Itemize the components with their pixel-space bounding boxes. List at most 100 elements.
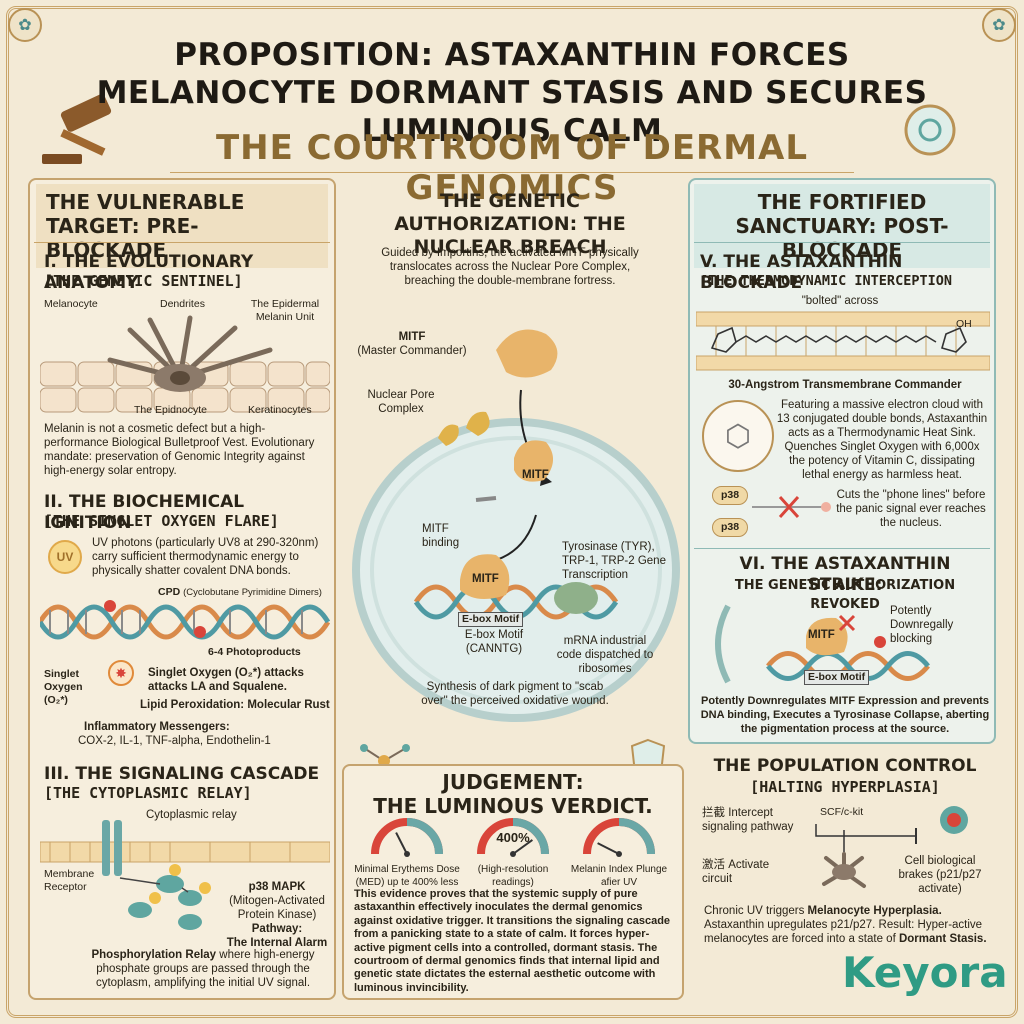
cytoplasmic-relay-label: Cytoplasmic relay xyxy=(146,809,237,821)
receptor-label: Membrane Receptor xyxy=(44,868,95,893)
inflam-title: Inflammatory Messengers: xyxy=(84,721,230,733)
pop-text: Chronic UV triggers Melanocyte Hyperplas… xyxy=(704,904,992,946)
label-epidnocyte: The Epidnocyte xyxy=(134,404,207,416)
inflam-text: COX-2, IL-1, TNF-alpha, Endothelin-1 xyxy=(78,735,271,747)
cpd-label: CPD (Cyclobutane Pyrimidine Dimers) xyxy=(158,586,322,598)
verdict-title-1: JUDGEMENT: xyxy=(442,770,584,794)
label-dendrites: Dendrites xyxy=(160,298,205,310)
pop-t1: Chronic UV triggers xyxy=(704,905,808,917)
strike-ebox-tag: E-box Motif xyxy=(804,670,870,685)
label-keratinocytes: Keratinocytes xyxy=(248,404,312,416)
left-panel xyxy=(28,178,336,1000)
gauge-label: (High-resolution readings) xyxy=(477,864,549,888)
mitf-top-sub: (Master Commander) xyxy=(357,345,467,357)
sec1-subtitle: [THE GENETIC SENTINEL] xyxy=(44,272,243,290)
gauge-dial xyxy=(477,818,549,857)
right-panel-heading: THE FORTIFIED SANCTUARY: POST-BLOCKADE xyxy=(694,184,990,268)
mitf-dna-label: MITF xyxy=(472,573,499,585)
singlet-label: Singlet Oxygen (O₂*) xyxy=(44,668,83,706)
sec2-title: II. THE BIOCHEMICAL IGNITION xyxy=(44,492,245,533)
astaxanthin-membrane-diagram xyxy=(696,311,990,371)
mitf-mid-label: MITF xyxy=(522,469,549,481)
molecule-ring-icon: ⬡ xyxy=(702,400,774,472)
emblem-icon xyxy=(904,104,956,156)
lipid-text: Lipid Peroxidation: Molecular Rust xyxy=(140,699,330,711)
sec1-title: I. THE EVOLUTIONARY ANATOMY xyxy=(44,252,254,293)
gauge: Melanin Index Plunge afier UV xyxy=(566,818,672,889)
pop-t2: Astaxanthin upregulates p21/p27. Result:… xyxy=(704,919,983,945)
oh-label: OH xyxy=(956,318,972,330)
ebox-label: E-box Motif (CANNTG) xyxy=(464,629,524,655)
title-divider xyxy=(170,172,854,173)
npc-label: Nuclear Pore Complex xyxy=(367,389,435,415)
middle-intro: Guided by Importins, the activated MITF … xyxy=(381,247,639,287)
uv-sun-icon: UV xyxy=(48,540,82,574)
left-head-divider xyxy=(34,242,330,243)
pathway-label: Pathway: xyxy=(251,923,303,935)
scf-label: SCF/c-kit xyxy=(820,806,864,818)
dna-damage-diagram xyxy=(40,600,330,640)
p38-node-b: p38 xyxy=(712,518,748,537)
p38-title: p38 MAPK xyxy=(248,881,306,893)
strike-mitf-label: MITF xyxy=(808,629,835,641)
p38-mapk-label: p38 MAPK (Mitogen-Activated Protein Kina… xyxy=(224,880,330,950)
corner-ornament-icon: ✿ xyxy=(8,8,42,42)
sec5-title: V. THE ASTAXANTHIN BLOCKADE xyxy=(700,252,903,293)
sec2-subtitle: [THE SINGLET OXYGEN FLARE] xyxy=(44,512,279,530)
genes-label: Tyrosinase (TYR), TRP-1, TRP-2 Gene Tran… xyxy=(562,541,666,581)
melanocyte-diagram xyxy=(40,315,330,413)
right-head-divider xyxy=(694,242,990,243)
photoproducts-label: 6-4 Photoproducts xyxy=(208,646,301,658)
gauge-dial xyxy=(583,818,655,857)
sec3-subtitle: [THE CYTOPLASMIC RELAY] xyxy=(44,784,252,802)
corner-ornament-icon: ✿ xyxy=(982,8,1016,42)
gauge: 400% (High-resolution readings) xyxy=(460,818,566,889)
verdict-title-2: THE LUMINOUS VERDICT. xyxy=(373,794,653,818)
sec6-title: VI. THE ASTAXANTHIN STRIKE: xyxy=(739,554,951,595)
phosphorylation-text: Phosphorylation Relay where high-energy … xyxy=(76,948,330,990)
phos-bold: Phosphorylation Relay xyxy=(91,949,217,961)
bolted-label: "bolted" across xyxy=(801,295,879,307)
singlet-attack-text: Singlet Oxygen (O₂*) attacks attacks LA … xyxy=(148,667,304,693)
population-diagram xyxy=(815,806,968,888)
right-mid-divider xyxy=(694,548,990,549)
mitf-binding-label: MITF binding xyxy=(422,523,460,549)
gauge-label: Melanin Index Plunge afier UV xyxy=(570,864,668,888)
p38-full: (Mitogen-Activated Protein Kinase) xyxy=(229,895,325,921)
verdict-text: This evidence proves that the systemic s… xyxy=(354,888,671,994)
sec6-subtitle: THE GENETIC AUTHORIZATION REVOKED xyxy=(734,578,956,612)
pop-title: THE POPULATION CONTROL xyxy=(713,756,977,776)
ebox-tag: E-box Motif xyxy=(458,612,524,627)
commander-label: 30-Angstrom Transmembrane Commander xyxy=(728,379,962,391)
p38-node-a: p38 xyxy=(712,486,748,505)
activate-label: 激活 Activate circuit xyxy=(702,859,770,885)
page-frame xyxy=(6,6,1018,1018)
gauge-label: Minimal Erythems Dose (MED) up te 400% l… xyxy=(354,864,460,888)
label-melanin-unit: The Epidermal Melanin Unit xyxy=(250,298,320,323)
page-title: PROPOSITION: ASTAXANTHIN FORCES MELANOCY… xyxy=(96,37,928,149)
alarm-label: The Internal Alarm xyxy=(226,937,328,949)
sec6-text: Potently Downregulates MITF Expression a… xyxy=(700,695,990,735)
gavel-icon xyxy=(42,94,112,164)
singlet-oxygen-icon: ✸ xyxy=(108,660,134,686)
strike-diagram xyxy=(715,604,930,684)
sec2-uv-text: UV photons (particularly UV8 at 290-320n… xyxy=(92,537,319,577)
mrna-label: mRNA industrial code dispatched to ribos… xyxy=(556,635,654,675)
heat-sink-text: Featuring a massive electron cloud with … xyxy=(776,399,988,481)
signaling-cascade-diagram xyxy=(40,820,330,930)
pigment-label: Synthesis of dark pigment to "scab over"… xyxy=(421,681,609,707)
sec3-title: III. THE SIGNALING CASCADE xyxy=(44,764,320,784)
pop-t1b: Melanocyte Hyperplasia. xyxy=(807,905,942,917)
mitf-top-label: MITF (Master Commander) xyxy=(352,330,472,358)
mitf-top-name: MITF xyxy=(398,331,426,343)
sec1-text: Melanin is not a cosmetic defect but a h… xyxy=(44,423,315,477)
pop-t2b: Dormant Stasis. xyxy=(898,933,987,945)
phone-lines-text: Cuts the "phone lines" before the panic … xyxy=(836,489,986,529)
sec5-subtitle: [THE THERMODYNAMIC INTERCEPTION xyxy=(700,273,952,289)
gauge: Minimal Erythems Dose (MED) up te 400% l… xyxy=(354,818,460,889)
phos-rest: where high-energy phosphate groups are p… xyxy=(95,949,315,989)
gauge-value: 400% xyxy=(496,830,530,845)
intercept-label: 拦截 Intercept signaling pathway xyxy=(702,807,794,833)
down-block-label: Potently Downregally blocking xyxy=(890,605,954,645)
nucleus-diagram xyxy=(352,329,680,722)
